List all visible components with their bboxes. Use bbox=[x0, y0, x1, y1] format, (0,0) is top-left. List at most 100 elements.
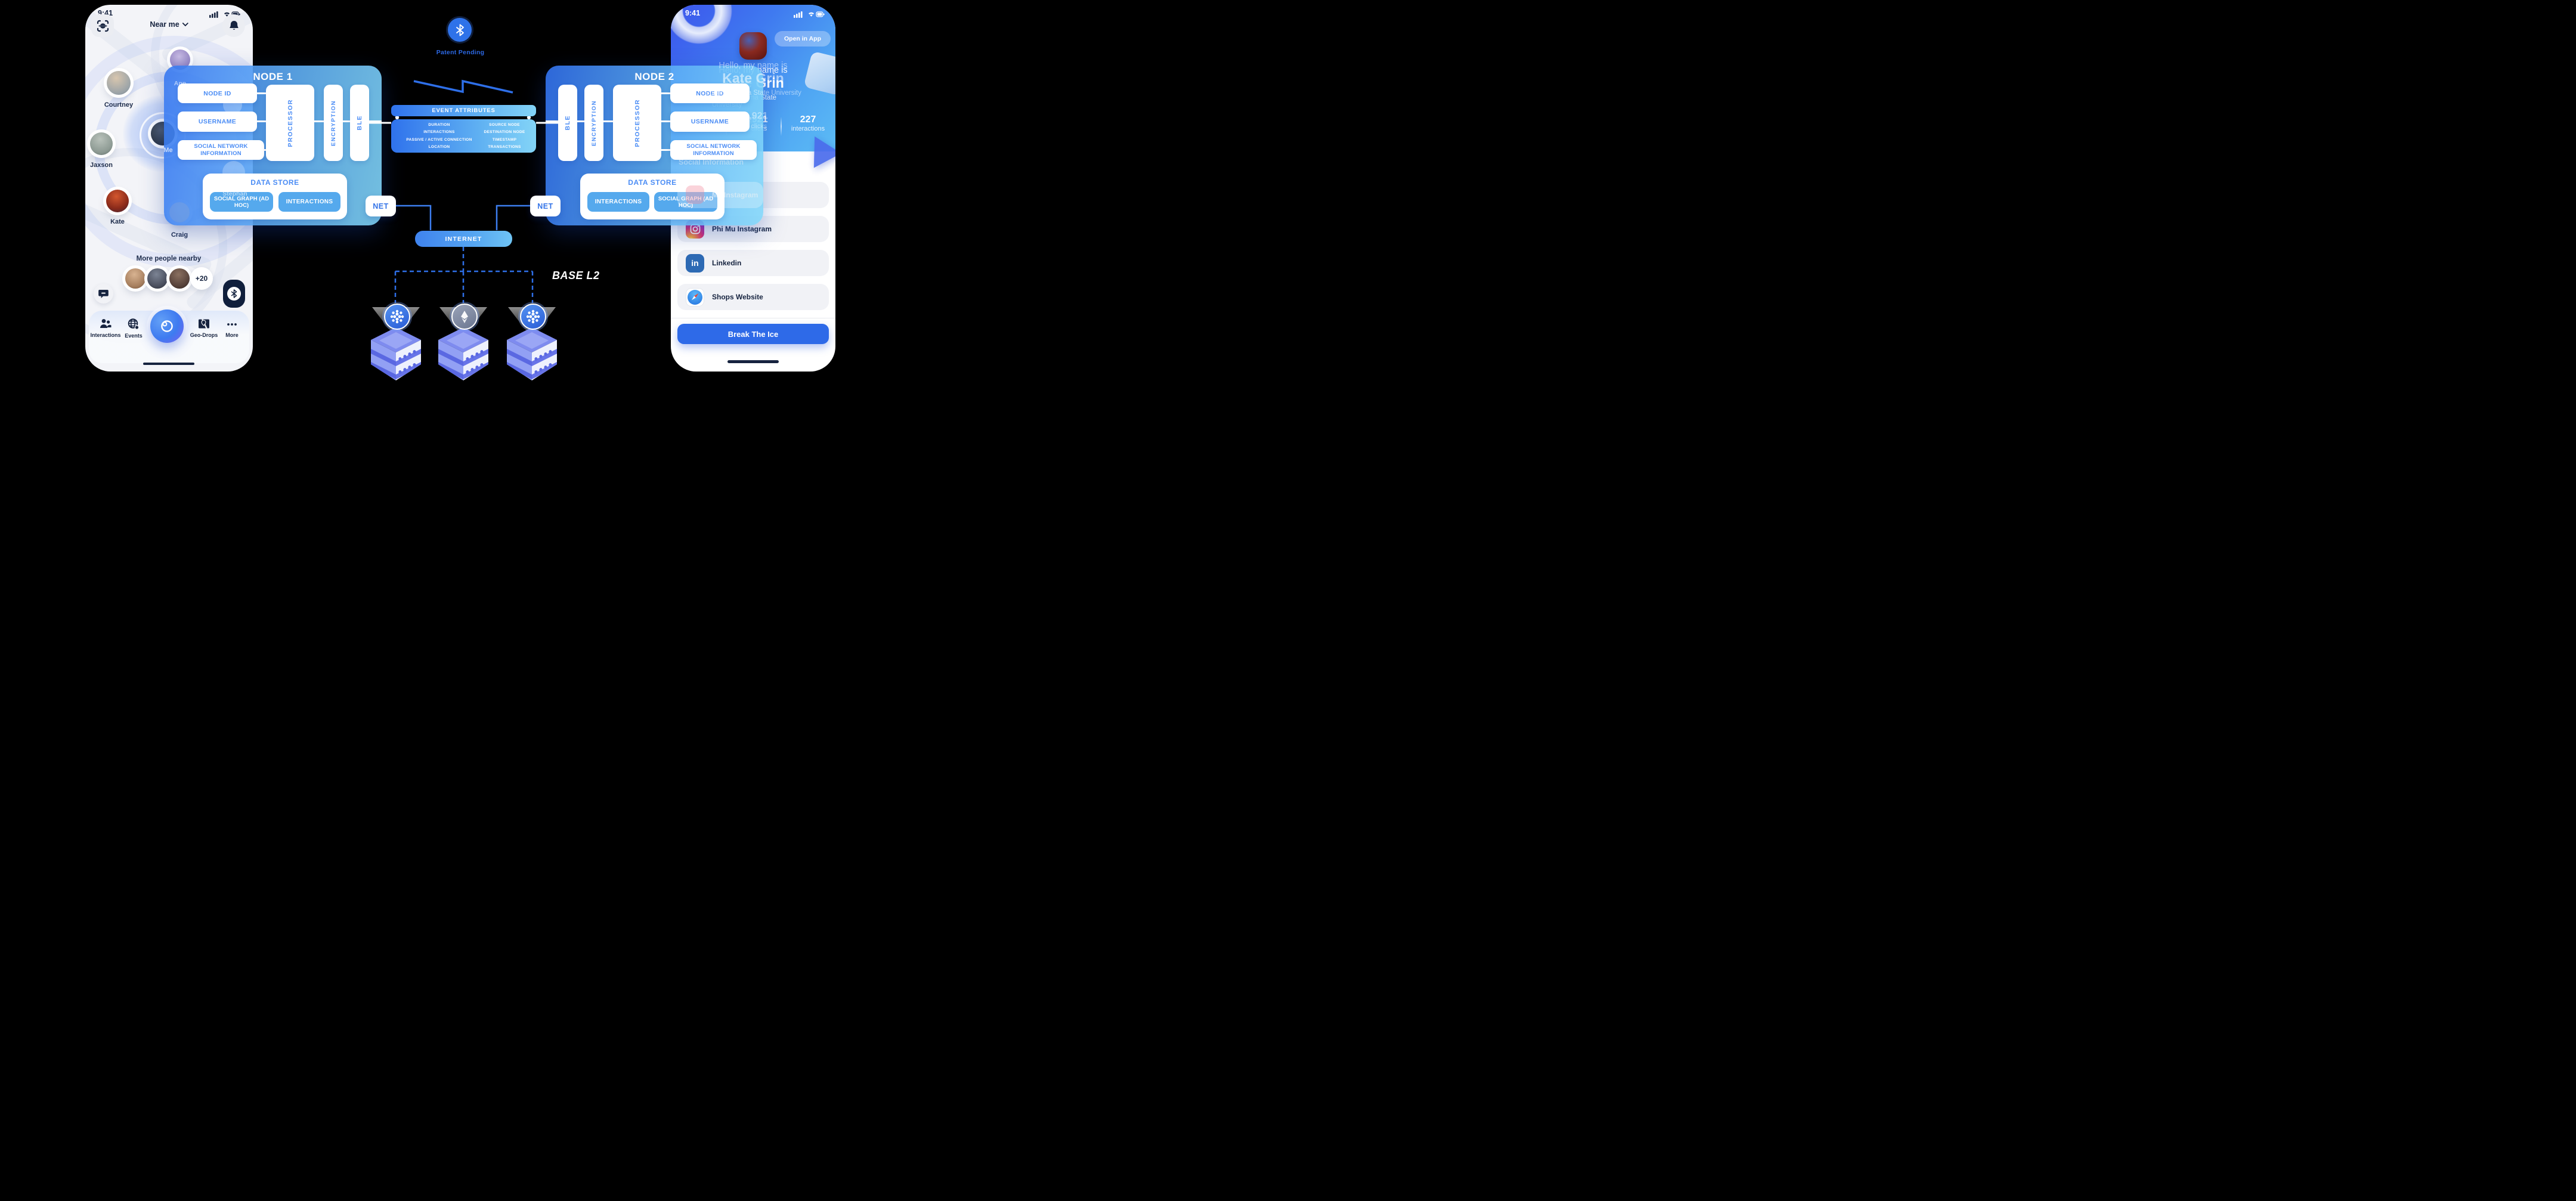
scan-button[interactable] bbox=[91, 14, 114, 37]
connector-line bbox=[314, 120, 324, 122]
open-in-app-button[interactable]: Open in App bbox=[775, 31, 831, 47]
bluetooth-toggle[interactable] bbox=[223, 280, 245, 308]
profile-avatar[interactable] bbox=[739, 32, 767, 60]
net-internet-link-right bbox=[496, 205, 530, 230]
nav-interactions[interactable]: Interactions bbox=[91, 318, 121, 338]
node2-encryption-box: ENCRYPTION bbox=[584, 85, 603, 161]
break-the-ice-button[interactable]: Break The Ice bbox=[677, 324, 829, 344]
avatar-nearby-2[interactable] bbox=[147, 268, 168, 289]
person-label: Kate bbox=[110, 218, 125, 225]
location-filter[interactable]: Near me bbox=[150, 20, 188, 29]
home-indicator[interactable] bbox=[143, 363, 194, 365]
status-icons bbox=[794, 10, 825, 21]
avatar-nearby-3[interactable] bbox=[169, 268, 190, 289]
avatar-jaxson[interactable] bbox=[90, 132, 113, 155]
poster-canvas: 9:41 Near me Courtney Jaxson Kate Craig … bbox=[0, 0, 935, 436]
ghost-row-my-instagram bbox=[677, 182, 763, 208]
ghost-label-me: Me bbox=[163, 147, 173, 154]
more-count-badge[interactable]: +20 bbox=[190, 267, 213, 290]
dashed-links bbox=[394, 247, 534, 303]
ghost-label-ann: Ann bbox=[174, 80, 187, 87]
node1-processor-box: PROCESSOR bbox=[266, 85, 314, 161]
ghost-instagram-icon bbox=[686, 185, 704, 204]
server-node-left bbox=[369, 301, 423, 382]
node2-node-id-box: NODE ID bbox=[670, 83, 750, 103]
nav-geodrops[interactable]: Geo-Drops bbox=[190, 318, 218, 338]
internet-box: INTERNET bbox=[415, 231, 512, 247]
node2-interactions-chip: INTERACTIONS bbox=[587, 192, 649, 212]
node2-data-store: DATA STORE INTERACTIONS SOCIAL GRAPH (AD… bbox=[580, 174, 724, 219]
node-network-icon bbox=[390, 309, 404, 324]
ghost-label-stephan: Stephan bbox=[222, 190, 247, 197]
node2-panel: NODE 2 BLE ENCRYPTION PROCESSOR NODE ID … bbox=[546, 66, 763, 225]
more-people-title: More people nearby bbox=[136, 255, 202, 262]
node1-data-store: DATA STORE SOCIAL GRAPH (AD HOC) INTERAC… bbox=[203, 174, 347, 219]
linkedin-icon: in bbox=[686, 253, 704, 273]
avatar-courtney[interactable] bbox=[107, 71, 131, 95]
connector-line bbox=[661, 120, 670, 122]
server-node-right bbox=[504, 301, 559, 382]
net-internet-link-left bbox=[396, 205, 432, 230]
event-attrs-right-col: SOURCE NODE DESTINATION NODE TIMESTAMP T… bbox=[484, 123, 525, 149]
net-box-left: NET bbox=[366, 196, 396, 216]
filter-label: Near me bbox=[150, 20, 179, 29]
app-logo-icon bbox=[161, 320, 173, 332]
ghost-stat-clicks-label: link clicks bbox=[739, 123, 767, 130]
ghost-name: Kate Grin bbox=[722, 70, 784, 86]
geo-map-icon bbox=[199, 319, 209, 329]
node1-social-graph-chip: SOCIAL GRAPH (AD HOC) bbox=[210, 192, 273, 212]
ghost-avatar-hanna bbox=[223, 95, 242, 114]
nav-events[interactable]: Events bbox=[121, 318, 146, 339]
ellipsis-icon bbox=[227, 323, 237, 326]
connector-line bbox=[257, 149, 266, 151]
ghost-stat-views-value: 6109 bbox=[688, 111, 710, 121]
connector-layer bbox=[369, 79, 558, 303]
connector-line bbox=[661, 149, 670, 151]
ghost-my-instagram-label: My Instagram bbox=[712, 191, 758, 199]
link-node-dot bbox=[527, 115, 531, 120]
globe-icon bbox=[128, 318, 140, 330]
node1-encryption-box: ENCRYPTION bbox=[324, 85, 343, 161]
connector-line bbox=[661, 92, 670, 94]
chat-button[interactable] bbox=[94, 284, 113, 304]
connector-line bbox=[603, 120, 613, 122]
ghost-social-header: Social Information bbox=[679, 158, 744, 166]
node2-title: NODE 2 bbox=[634, 71, 674, 82]
safari-icon bbox=[686, 287, 704, 307]
network-node-badge bbox=[520, 304, 546, 330]
bluetooth-badge bbox=[448, 18, 472, 42]
home-indicator[interactable] bbox=[727, 360, 779, 363]
stat-divider bbox=[781, 117, 782, 136]
connector-line bbox=[577, 120, 584, 122]
person-label: Courtney bbox=[104, 101, 134, 109]
avatar-nearby-1[interactable] bbox=[125, 268, 145, 289]
event-attrs-left-col: DURATION INTERACTIONS PASSIVE / ACTIVE C… bbox=[406, 123, 472, 149]
event-attributes-box: DURATION INTERACTIONS PASSIVE / ACTIVE C… bbox=[391, 119, 536, 153]
ethereum-badge bbox=[451, 304, 478, 330]
primary-action-button[interactable] bbox=[150, 309, 184, 343]
connector-line bbox=[369, 120, 382, 122]
node2-username-box: USERNAME bbox=[670, 112, 750, 132]
avatar-kate[interactable] bbox=[106, 190, 129, 212]
node-network-icon bbox=[526, 309, 540, 324]
notifications-button[interactable] bbox=[222, 14, 245, 37]
node2-ble-box: BLE bbox=[558, 85, 577, 161]
bluetooth-icon bbox=[231, 289, 237, 298]
server-node-middle bbox=[436, 301, 491, 382]
connector-line bbox=[257, 92, 266, 94]
link-row-shops-website[interactable]: Shops Website bbox=[677, 284, 829, 310]
person-label: Jaxson bbox=[90, 162, 113, 169]
bell-icon bbox=[229, 20, 239, 30]
chat-bubble-icon bbox=[98, 289, 109, 298]
node1-title: NODE 1 bbox=[253, 71, 293, 82]
bluetooth-icon bbox=[456, 24, 464, 36]
node1-username-box: USERNAME bbox=[178, 112, 257, 132]
link-node-dot bbox=[395, 115, 400, 120]
ghost-label-hanna: Hanna bbox=[222, 122, 243, 129]
lightning-connector bbox=[413, 79, 513, 94]
ghost-avatar-craig bbox=[169, 202, 190, 222]
people-icon bbox=[100, 319, 112, 328]
nav-more[interactable]: More bbox=[220, 320, 244, 338]
link-row-linkedin[interactable]: in Linkedin bbox=[677, 250, 829, 276]
